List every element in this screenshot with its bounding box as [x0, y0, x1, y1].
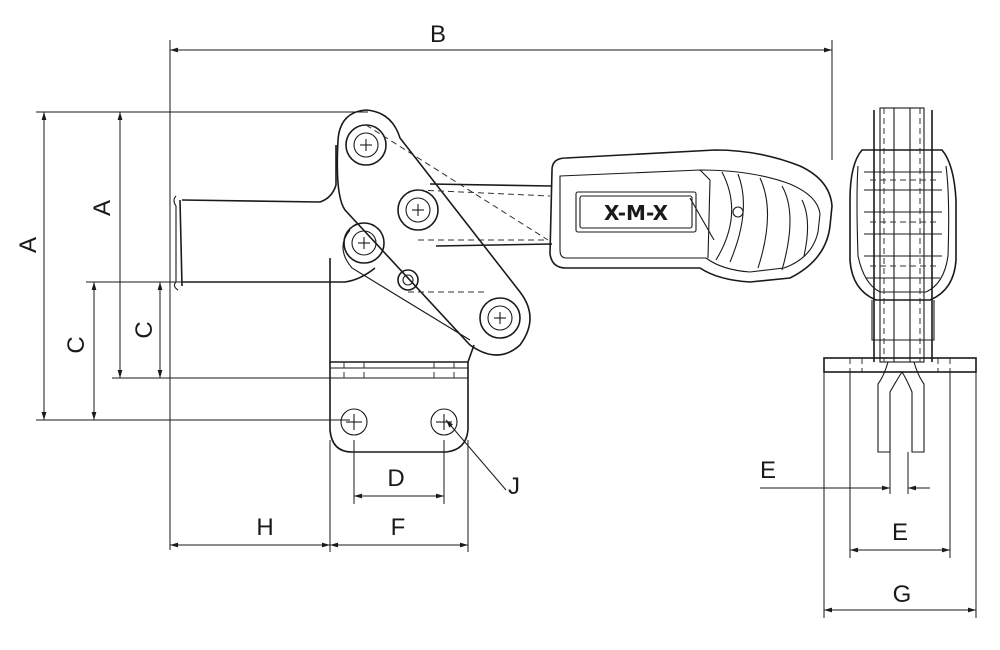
label-g: G	[893, 581, 912, 608]
label-c-outer: C	[63, 336, 90, 353]
label-b: B	[430, 21, 446, 48]
handle-logo: X-M-X	[604, 201, 669, 225]
clamp-front-view: X-M-X	[173, 109, 833, 453]
dimension-labels: B A A C C D J F H E E G	[15, 21, 911, 608]
clamp-side-view	[823, 107, 977, 453]
label-e-spacing: E	[892, 519, 908, 546]
pivot-pin-top	[345, 124, 387, 166]
label-a-outer: A	[15, 237, 42, 253]
label-d: D	[387, 465, 404, 492]
label-f: F	[391, 514, 406, 541]
label-j: J	[508, 473, 520, 500]
small-pin	[397, 269, 419, 291]
label-e-slot: E	[760, 457, 776, 484]
pivot-pin-bottom	[479, 297, 521, 339]
label-a-inner: A	[89, 200, 116, 216]
pivot-pin-left	[343, 222, 385, 264]
label-h: H	[256, 514, 273, 541]
dimension-lines	[36, 40, 977, 618]
label-c-inner: C	[131, 321, 158, 338]
pivot-pin-middle	[397, 189, 439, 231]
